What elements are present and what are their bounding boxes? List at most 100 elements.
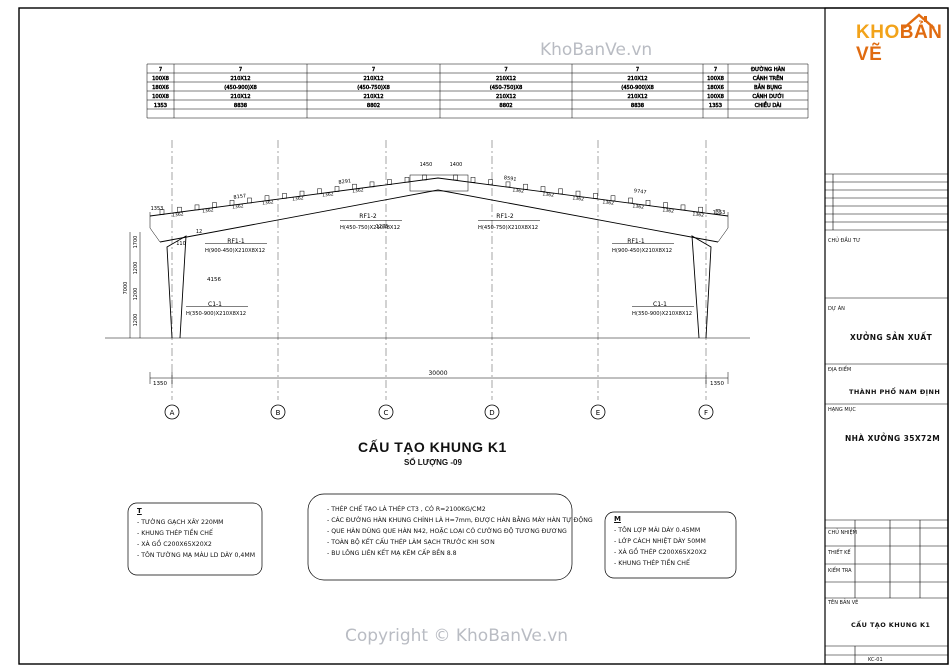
table-cell: 8838 (234, 103, 247, 109)
title-block-lines (825, 173, 948, 664)
sheet-number: KC-01 (868, 657, 883, 663)
table-cell: 180X6 (152, 85, 169, 91)
purlin-spacing: 1362 (202, 207, 214, 214)
member-size: H(900-450)X210X8X12 (205, 248, 265, 254)
table-cell: 7 (159, 67, 162, 73)
ridge-dim: 1400 (450, 162, 463, 168)
purlin-spacing: 1362 (262, 199, 274, 206)
misc-dim: 12 (196, 229, 202, 235)
purlin-spacing: 1362 (322, 191, 334, 198)
axis-label: A (170, 409, 175, 417)
purlin-right (645, 200, 651, 206)
purlin-spacing: 1362 (692, 211, 704, 218)
table-cell: 210X12 (230, 76, 250, 82)
purlin-right (610, 195, 616, 201)
purlin-right (698, 206, 703, 213)
purlin-right (505, 181, 511, 188)
purlin-left (247, 197, 252, 204)
wall-note-heading: T (137, 507, 142, 515)
overhang-right-dim: 1350 (710, 381, 724, 387)
axis-bubble (164, 404, 180, 420)
table-cell: 210X12 (627, 94, 647, 100)
purlin-spacing: 1362 (512, 187, 524, 194)
general-note-line: - TOÀN BỘ KẾT CẤU THÉP LÀM SẠCH TRƯỚC KH… (327, 539, 495, 546)
purlin-left (317, 188, 322, 195)
table-cell: (450-900)X8 (621, 85, 654, 91)
axis-label: E (596, 409, 600, 417)
general-note: - THÉP CHẾ TẠO LÀ THÉP CT3 , CÓ R=2100KG… (327, 504, 593, 559)
roof-note-line: - LỚP CÁCH NHIỆT DÀY 50MM (614, 538, 706, 545)
table-cell: 1353 (154, 103, 167, 109)
right-eave (717, 212, 729, 243)
project-label: DỰ ÁN (828, 306, 845, 312)
purlin-spacing: 1362 (572, 195, 584, 202)
drawing-name-label: TÊN BẢN VẼ (828, 600, 859, 606)
left-eave (149, 212, 161, 243)
axis-bubble (378, 404, 394, 420)
table-cell: 180X6 (707, 85, 724, 91)
axis-bubble (270, 404, 286, 420)
roof-note-line: - XÀ GỒ THÉP C200X65X20X2 (614, 549, 707, 556)
purlin-right (540, 186, 546, 192)
rafter-length: 8157 (233, 193, 246, 201)
general-note-line: - BU LÔNG LIÊN KẾT MẠ KẼM CẤP BỀN 8.8 (327, 550, 457, 557)
table-cell: 100X8 (152, 94, 169, 100)
member-size: H(450-750)X210X8X12 (478, 225, 538, 231)
table-cell: 7 (239, 67, 242, 73)
wall-note-box (127, 502, 263, 576)
table-cell: 7 (636, 67, 639, 73)
ridge-plate (409, 174, 469, 192)
member-size: H(900-450)X210X8X12 (612, 248, 672, 254)
purlin-right (680, 204, 686, 211)
purlin-left (422, 174, 427, 181)
rafter-top-flange (149, 177, 729, 217)
overhang-left-dim: 1350 (153, 381, 167, 387)
general-note-line: - THÉP CHẾ TẠO LÀ THÉP CT3 , CÓ R=2100KG… (327, 506, 486, 513)
roof-note-line: - KHUNG THÉP TIỀN CHẾ (614, 560, 690, 567)
purlin-left (387, 179, 392, 185)
table-cell: 210X12 (496, 94, 516, 100)
table-cell: 7 (504, 67, 507, 73)
axis-label: D (489, 409, 494, 417)
purlin-spacing: 1362 (292, 195, 304, 202)
column-dim: 1700 (133, 236, 139, 249)
purlin-right (558, 188, 563, 195)
table-cell: 210X12 (363, 76, 383, 82)
height-dim: 7000 (123, 282, 129, 295)
purlin-left (194, 204, 200, 211)
table-cell: 100X8 (152, 76, 169, 82)
purlin-left (404, 177, 410, 183)
owner-label: CHỦ ĐẦU TƯ (828, 238, 861, 244)
table-cell: (450-750)X8 (357, 85, 390, 91)
title-block-frame (824, 7, 949, 665)
right-column (691, 235, 712, 339)
purlin-left (334, 186, 340, 192)
purlin-left (264, 195, 270, 201)
location-value: THÀNH PHỐ NAM ĐỊNH (849, 388, 941, 396)
drawing-name-value: CẤU TẠO KHUNG K1 (851, 621, 931, 629)
purlin-right (488, 179, 493, 185)
purlin-spacing: 1362 (542, 191, 554, 198)
brand-logo: KHOBẢN VẼ (856, 22, 950, 66)
table-cell: 210X12 (627, 76, 647, 82)
purlin-spacing: 1362 (172, 211, 184, 218)
logo-part-2: BẢN VẼ (856, 22, 943, 65)
purlin-left (299, 190, 305, 197)
member-id: RF1-1 (627, 238, 645, 245)
location-label: ĐỊA ĐIỂM (828, 367, 852, 373)
axis-bubble (698, 404, 714, 420)
item-label: HẠNG MỤC (828, 407, 856, 413)
purlin-left (212, 202, 217, 208)
member-size: H(350-900)X210X8X12 (186, 311, 246, 317)
axis-bubble (484, 404, 500, 420)
watermark-bottom: Copyright © KhoBanVe.vn (345, 626, 569, 646)
ridge-dim: 1450 (420, 162, 433, 168)
column-dim: 1200 (133, 262, 139, 275)
column-dim: 1200 (133, 314, 139, 327)
purlin-spacing: 1362 (602, 199, 614, 206)
member-id: RF1-2 (496, 213, 514, 220)
logo-roof-icon (903, 13, 935, 29)
